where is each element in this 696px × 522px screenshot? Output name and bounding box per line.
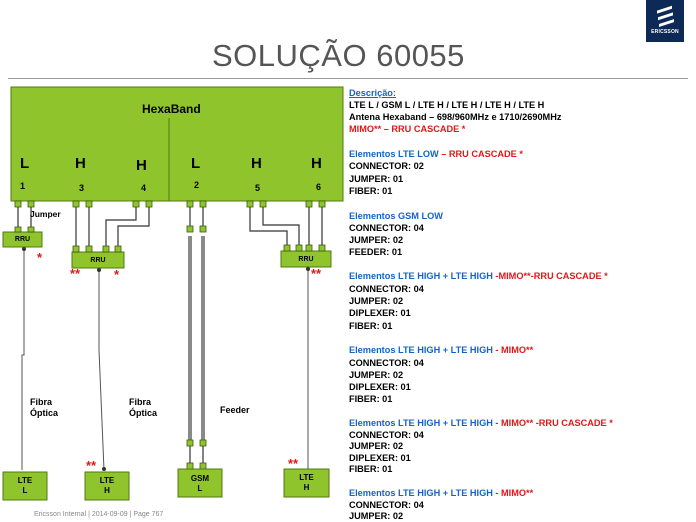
logo-brand-text: ERICSSON (651, 29, 679, 35)
description-line-1: LTE L / GSM L / LTE H / LTE H / LTE H / … (349, 100, 545, 110)
port-number-5: 5 (255, 183, 261, 193)
section-2-item: CONNECTOR: 04 (349, 223, 424, 233)
jumper-label: Jumper (30, 209, 61, 219)
fiber-dots (22, 247, 310, 471)
band-label-6: H (311, 155, 322, 172)
port-number-4: 4 (141, 183, 147, 193)
gsm-feeder-cables (188, 236, 205, 440)
band-label-2: L (191, 155, 201, 172)
rru-box-1 (2, 231, 43, 248)
section-4-item: CONNECTOR: 04 (349, 358, 424, 368)
fiber-cables (21, 247, 309, 471)
section-1-item: JUMPER: 01 (349, 174, 404, 184)
fiber-label-1: Fibra Óptica (30, 397, 59, 418)
mimo-star-rru2: ** (70, 266, 81, 281)
section-4-item: FIBER: 01 (349, 394, 393, 404)
section-6-item: JUMPER: 02 (349, 511, 404, 521)
section-3-title: Elementos LTE HIGH + LTE HIGH -MIMO**-RR… (349, 271, 608, 281)
jumper-cables (17, 207, 323, 250)
section-5-item: DIPLEXER: 01 (349, 453, 411, 463)
section-6-item: CONNECTOR: 04 (349, 500, 424, 510)
rru-label-2: RRU (90, 257, 106, 264)
section-2-item: FEEDER: 01 (349, 247, 403, 257)
hexaband-antenna (10, 86, 344, 202)
cascade-star-rru2: * (114, 267, 120, 282)
title-divider (8, 78, 688, 79)
fiber-label-2: Fibra Óptica (129, 397, 158, 418)
page-title: SOLUÇÃO 60055 (212, 38, 465, 73)
bottom-unit-lte-h-1 (84, 471, 130, 501)
rru-box-2 (71, 251, 125, 269)
section-5-item: CONNECTOR: 04 (349, 430, 424, 440)
rru-connectors (14, 226, 326, 253)
bottom-unit-lte-l (2, 471, 48, 501)
band-label-4: H (136, 157, 147, 174)
band-label-1: L (20, 155, 30, 172)
cascade-star-rru1: * (37, 250, 43, 265)
rru-label-1: RRU (14, 236, 31, 243)
section-4-item: JUMPER: 02 (349, 370, 404, 380)
page-footer: Ericsson Internal | 2014-09-09 | Page 76… (34, 511, 164, 518)
band-label-3: H (75, 155, 86, 172)
section-2-title: Elementos GSM LOW (349, 211, 443, 221)
section-3-item: FIBER: 01 (349, 321, 393, 331)
section-4-title: Elementos LTE HIGH + LTE HIGH - MIMO** (349, 345, 534, 355)
band-label-5: H (251, 155, 262, 172)
section-4-item: DIPLEXER: 01 (349, 382, 411, 392)
gsm-lower-jumpers (189, 446, 204, 463)
section-6-title: Elementos LTE HIGH + LTE HIGH - MIMO** (349, 488, 534, 498)
mimo-star-lte-h-2: ** (288, 456, 299, 471)
section-5-title: Elementos LTE HIGH + LTE HIGH - MIMO** -… (349, 418, 613, 428)
port-number-1: 1 (20, 181, 26, 191)
section-2-item: JUMPER: 02 (349, 235, 404, 245)
bottom-unit-lte-h-2 (283, 468, 330, 498)
port-number-2: 2 (194, 180, 200, 190)
section-3-item: DIPLEXER: 01 (349, 308, 411, 318)
rru-label-3: RRU (298, 256, 314, 263)
section-3-item: JUMPER: 02 (349, 296, 404, 306)
section-5-item: FIBER: 01 (349, 464, 393, 474)
mimo-star-lte-h-1: ** (86, 458, 97, 473)
port-number-3: 3 (79, 183, 85, 193)
port-number-6: 6 (316, 182, 322, 192)
mimo-star-rru3: ** (311, 266, 322, 281)
bottom-unit-gsm-l (177, 468, 223, 498)
description-heading: Descrição: (349, 88, 396, 98)
section-1-title: Elementos LTE LOW – RRU CASCADE * (349, 149, 523, 159)
feeder-label: Feeder (220, 405, 250, 415)
antenna-connectors (14, 200, 326, 208)
section-1-item: CONNECTOR: 02 (349, 161, 424, 171)
section-5-item: JUMPER: 02 (349, 441, 404, 451)
diagram-canvas (2, 86, 344, 501)
gsm-jumpers (189, 207, 204, 226)
section-1-item: FIBER: 01 (349, 186, 393, 196)
description-line-2: Antena Hexaband – 698/960MHz e 1710/2690… (349, 112, 562, 122)
section-3-item: CONNECTOR: 04 (349, 284, 424, 294)
antenna-name: HexaBand (142, 102, 201, 116)
description-line-3: MIMO** – RRU CASCADE * (349, 124, 466, 134)
ericsson-logo-icon (657, 5, 674, 27)
ericsson-logo-icon (646, 0, 684, 42)
